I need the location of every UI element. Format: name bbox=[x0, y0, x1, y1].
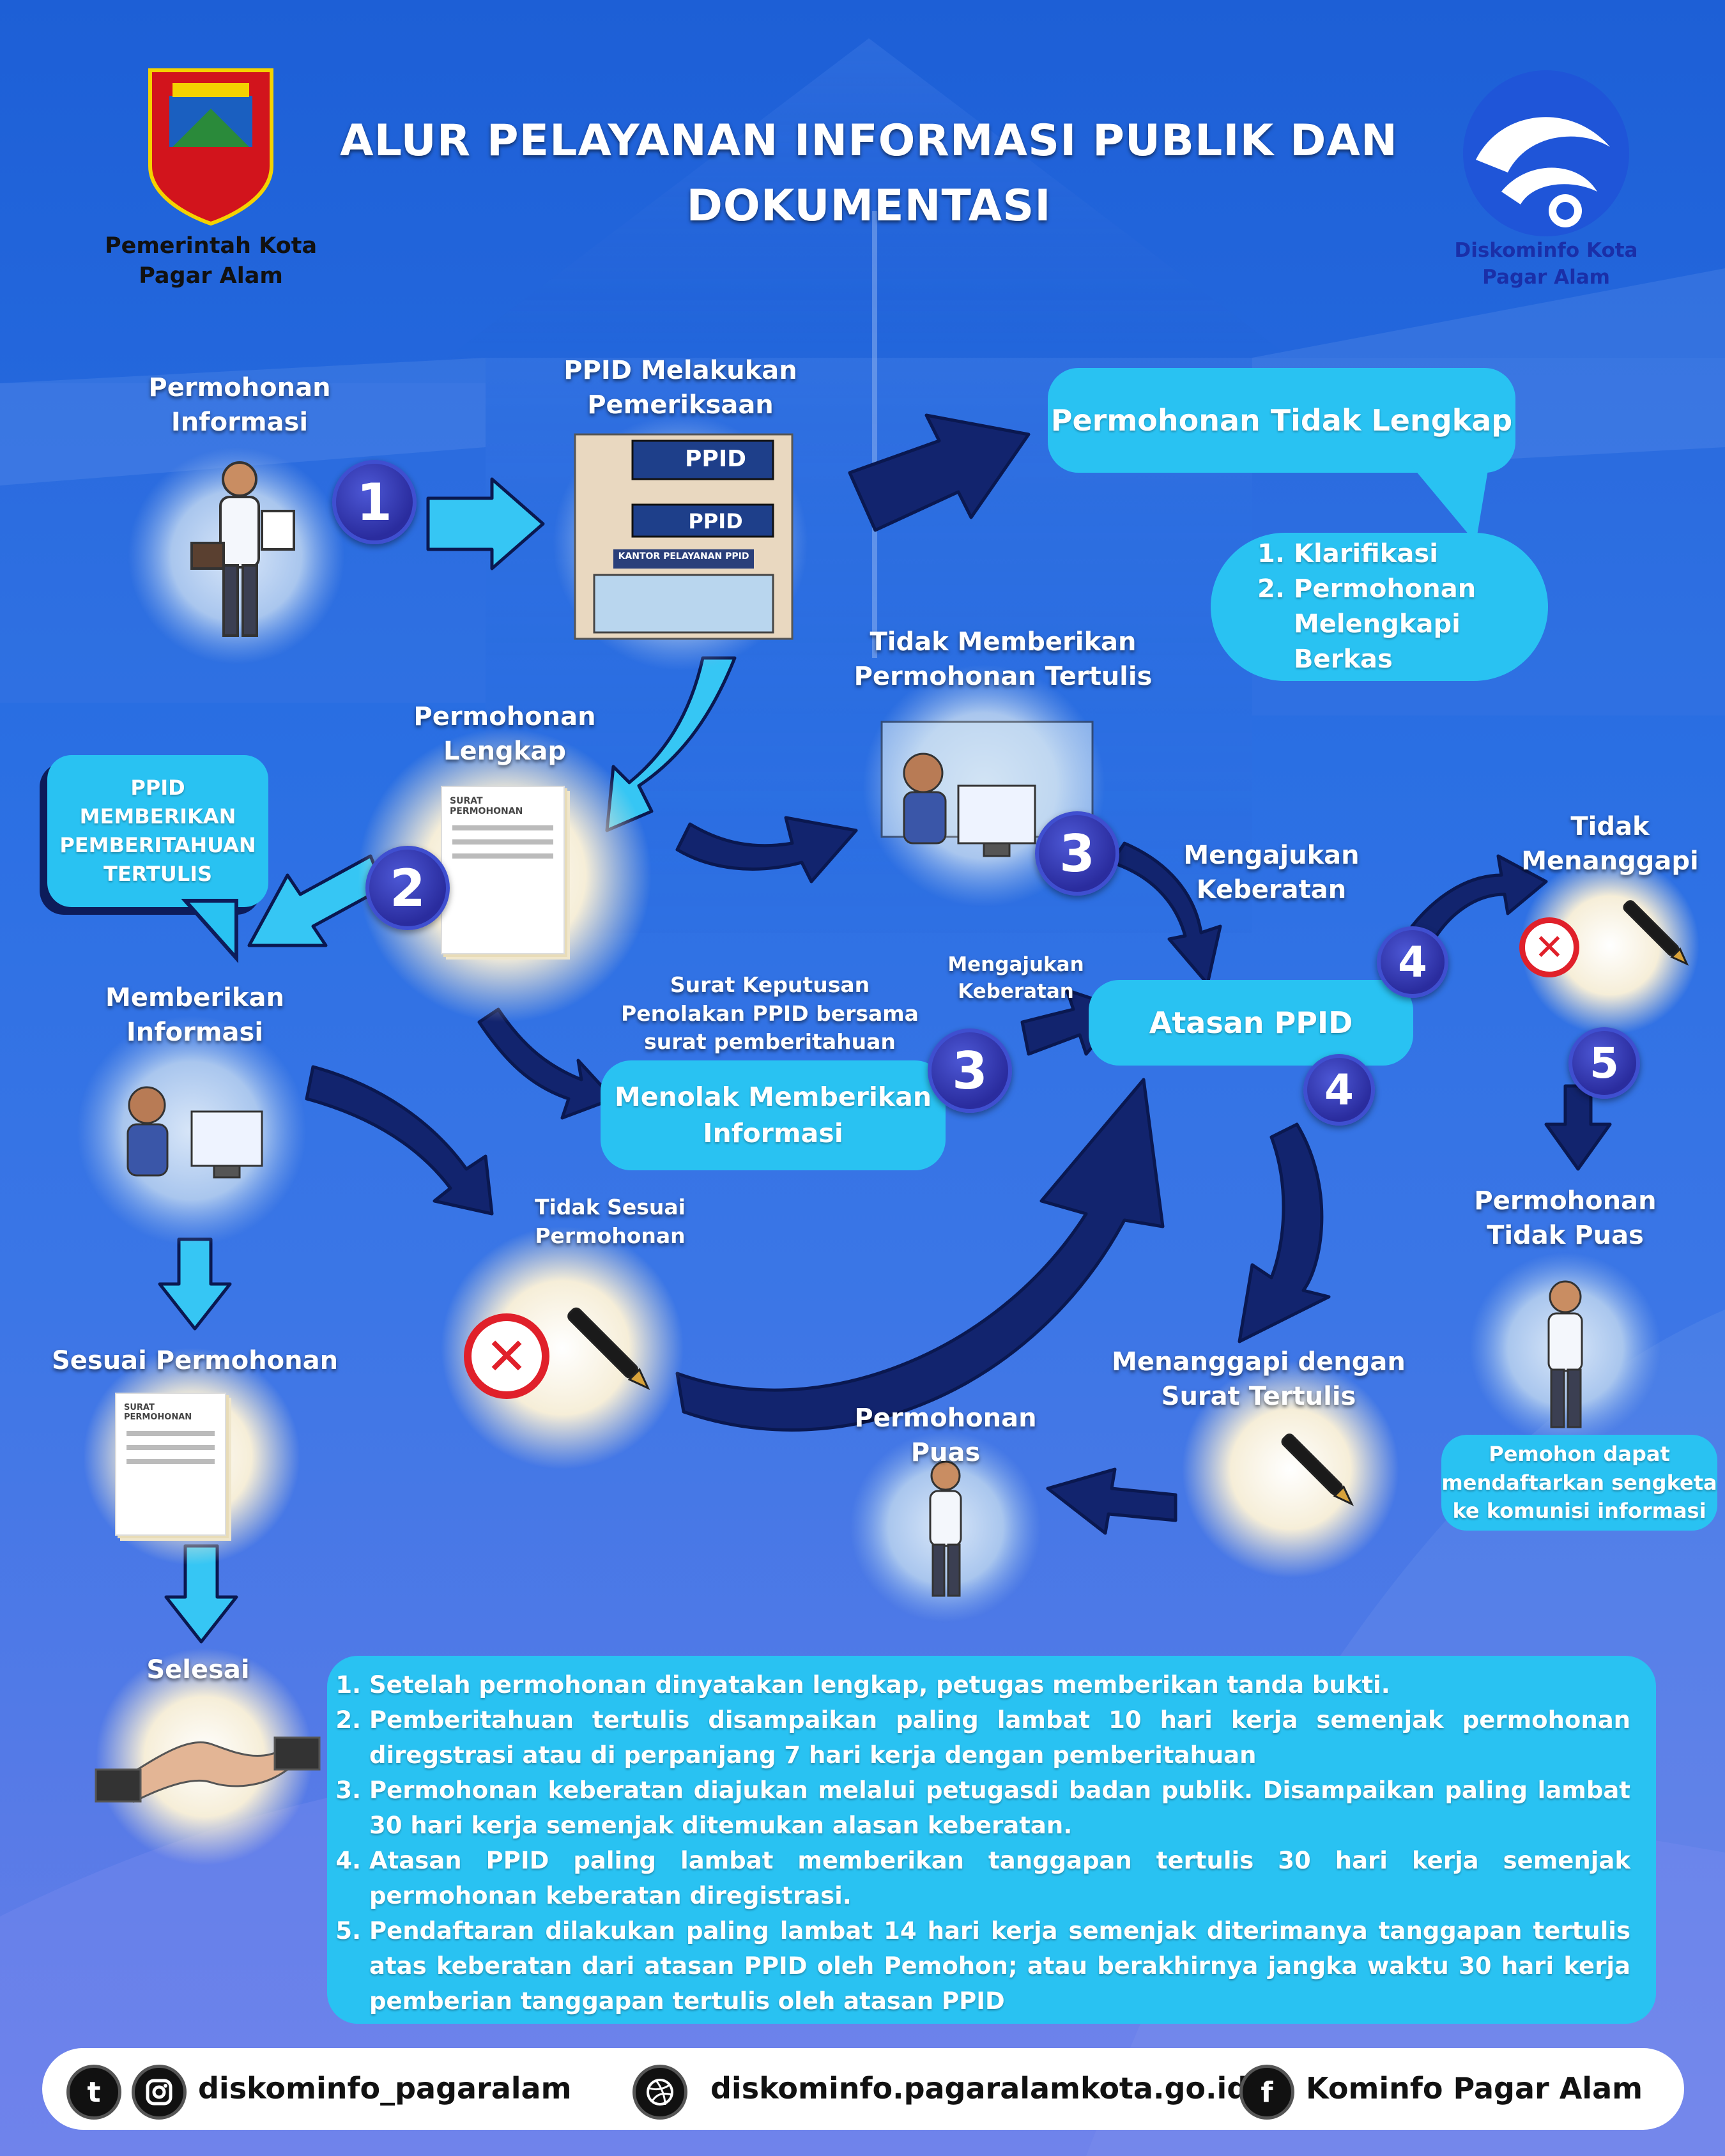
arrow-big-curve bbox=[675, 1078, 1165, 1432]
ppid-building-figure bbox=[574, 433, 793, 640]
note-item-4: Atasan PPID paling lambat memberikan tan… bbox=[369, 1843, 1630, 1913]
bubble-atasan-ppid: Atasan PPID bbox=[1089, 980, 1413, 1066]
website-link[interactable]: diskominfo.pagaralamkota.go.id bbox=[710, 2071, 1248, 2106]
arrow-4-to-tidak-menanggapi bbox=[1410, 854, 1548, 941]
person-tidak-puas-figure bbox=[1547, 1280, 1583, 1428]
building-sign-ppid-top: PPID bbox=[684, 446, 747, 472]
arrow-to-menolak bbox=[477, 1007, 615, 1120]
arrow-to-tidak-tertulis bbox=[675, 816, 858, 883]
klarifikasi-item: Klarifikasi bbox=[1294, 537, 1548, 572]
label-tidak-sesuai: Tidak Sesuai Permohonan bbox=[534, 1195, 686, 1248]
label-tidak-menanggapi: Tidak Menanggapi bbox=[1521, 812, 1699, 876]
step-number-1: 1 bbox=[332, 460, 417, 544]
instagram-icon[interactable] bbox=[132, 2065, 187, 2120]
label-permohonan-puas: Permohonan Puas bbox=[854, 1403, 1037, 1467]
illus-signing bbox=[1182, 1361, 1399, 1578]
note-item-1: Setelah permohonan dinyatakan lengkap, p… bbox=[369, 1667, 1630, 1702]
bubble-tidak-lengkap: Permohonan Tidak Lengkap bbox=[1048, 368, 1515, 473]
person-puas-figure bbox=[929, 1460, 962, 1597]
tumblr-icon[interactable]: t bbox=[66, 2065, 121, 2120]
note-item-3: Permohonan keberatan diajukan melalui pe… bbox=[369, 1773, 1630, 1843]
officer-memberikan-figure bbox=[126, 1086, 263, 1179]
note-item-2: Pemberitahuan tertulis disampaikan palin… bbox=[369, 1702, 1630, 1773]
label-surat-keputusan: Surat Keputusan Penolakan PPID bersama s… bbox=[621, 972, 919, 1055]
bubble-tidak-lengkap-tail bbox=[1412, 466, 1489, 543]
label-permohonan-informasi: Permohonan Informasi bbox=[148, 373, 331, 437]
arrow-4-to-menanggapi bbox=[1238, 1122, 1331, 1343]
bubble-ppid-pemberitahuan: PPID MEMBERIKAN PEMBERITAHUAN TERTULIS bbox=[47, 755, 268, 907]
officer-computer-figure bbox=[880, 721, 1094, 857]
label-tidak-memberikan-tertulis: Tidak Memberikan Permohonan Tertulis bbox=[854, 627, 1153, 691]
step-number-3-upper: 3 bbox=[1035, 811, 1119, 896]
label-permohonan-tidak-puas: Permohonan Tidak Puas bbox=[1474, 1186, 1657, 1250]
label-ppid-pemeriksaan: PPID Melakukan Pemeriksaan bbox=[564, 356, 797, 420]
reject-x-icon-small: ✕ bbox=[1519, 917, 1579, 977]
step-number-2: 2 bbox=[365, 846, 450, 930]
bubble-menolak: Menolak Memberikan Informasi bbox=[601, 1060, 946, 1170]
arrow-to-sesuai bbox=[158, 1237, 232, 1331]
social-handle[interactable]: diskominfo_pagaralam bbox=[198, 2071, 572, 2106]
label-menanggapi-surat: Menanggapi dengan Surat Tertulis bbox=[1112, 1347, 1406, 1411]
illus-reject-doc bbox=[441, 1227, 684, 1469]
reject-x-icon: ✕ bbox=[464, 1313, 549, 1399]
city-logo-caption: Pemerintah Kota Pagar Alam bbox=[104, 233, 318, 289]
page-title: ALUR PELAYANAN INFORMASI PUBLIK DAN DOKU… bbox=[340, 116, 1398, 231]
person-walking-figure bbox=[190, 461, 295, 637]
arrow-to-puas bbox=[1046, 1467, 1177, 1535]
label-selesai: Selesai bbox=[146, 1655, 250, 1685]
pen-icons bbox=[567, 900, 1689, 1506]
bubble-klarifikasi: Klarifikasi Permohonan Melengkapi Berkas bbox=[1211, 533, 1548, 681]
melengkapi-item: Permohonan Melengkapi Berkas bbox=[1294, 572, 1548, 678]
bubble-pemberitahuan-tail bbox=[181, 899, 238, 963]
arrow-to-tidak-sesuai bbox=[305, 1065, 494, 1216]
dribbble-icon[interactable] bbox=[632, 2065, 687, 2120]
footer-bar bbox=[42, 2048, 1684, 2130]
arrow-1-to-ppid bbox=[426, 477, 545, 570]
step-number-4-left: 4 bbox=[1377, 926, 1448, 998]
facebook-icon[interactable]: f bbox=[1239, 2065, 1294, 2120]
label-mengajukan-keberatan-small: Mengajukan Keberatan bbox=[947, 953, 1084, 1003]
arrow-to-tidak-lengkap bbox=[848, 413, 1031, 532]
notes-panel: Setelah permohonan dinyatakan lengkap, p… bbox=[327, 1656, 1656, 2024]
step-number-4-right: 4 bbox=[1303, 1054, 1375, 1126]
building-sign-kantor: KANTOR PELAYANAN PPID bbox=[618, 551, 749, 562]
note-item-5: Pendaftaran dilakukan paling lambat 14 h… bbox=[369, 1913, 1630, 2019]
label-memberikan-informasi: Memberikan Informasi bbox=[105, 983, 284, 1047]
step-number-3-lower: 3 bbox=[928, 1028, 1012, 1113]
city-emblem-logo bbox=[148, 68, 273, 226]
illus-reject-doc-small bbox=[1521, 856, 1699, 1035]
label-mengajukan-keberatan: Mengajukan Keberatan bbox=[1183, 841, 1360, 905]
label-permohonan-lengkap: Permohonan Lengkap bbox=[413, 702, 596, 766]
building-sign-ppid-mid: PPID bbox=[688, 509, 743, 533]
facebook-name[interactable]: Kominfo Pagar Alam bbox=[1306, 2071, 1643, 2106]
document-sesuai: SURAT PERMOHONAN bbox=[115, 1393, 226, 1536]
bubble-sengketa: Pemohon dapat mendaftarkan sengketa ke k… bbox=[1441, 1435, 1717, 1531]
step-number-5: 5 bbox=[1568, 1027, 1640, 1099]
handshake-figure bbox=[95, 1736, 321, 1803]
arrows bbox=[158, 413, 1612, 1644]
label-sesuai-permohonan: Sesuai Permohonan bbox=[51, 1346, 339, 1375]
document-lengkap: SURAT PERMOHONAN bbox=[441, 786, 565, 954]
diskominfo-logo-caption: Diskominfo Kota Pagar Alam bbox=[1454, 239, 1638, 289]
diskominfo-logo bbox=[1463, 70, 1629, 236]
